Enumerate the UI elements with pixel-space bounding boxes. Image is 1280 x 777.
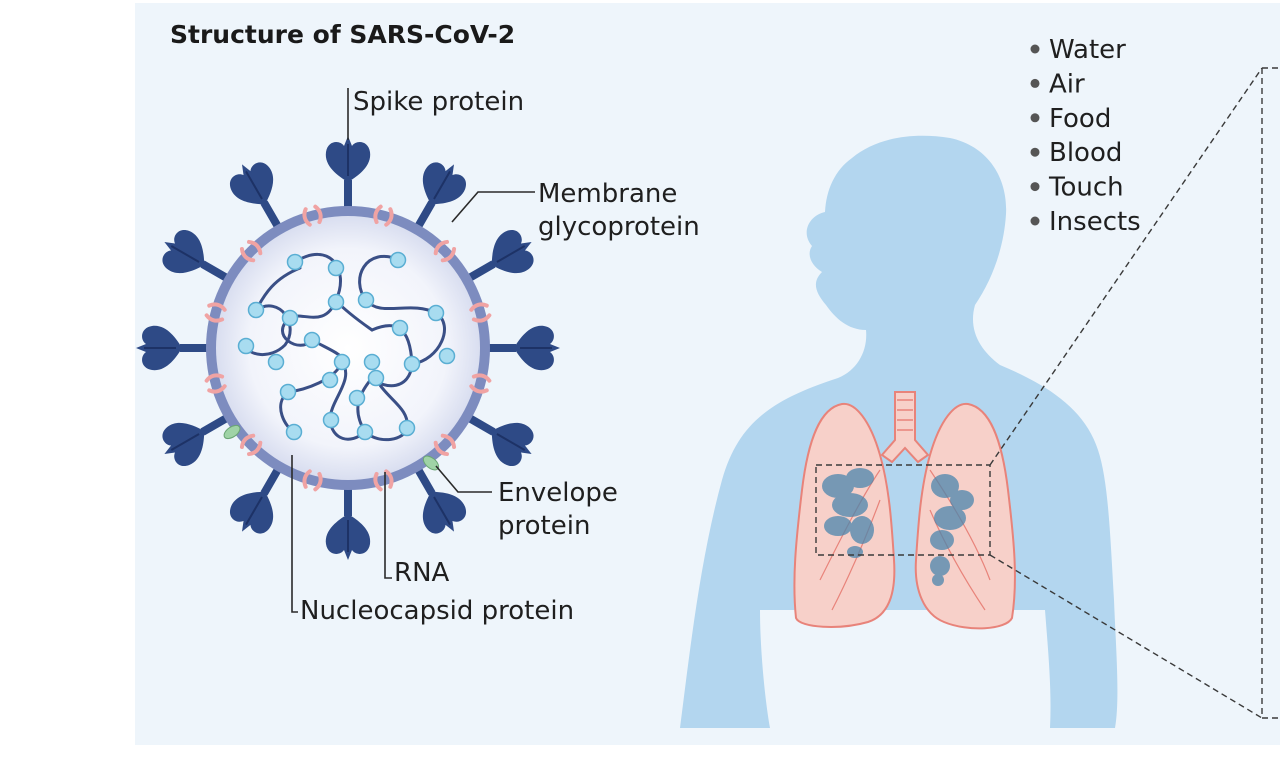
nucleocapsid-bead <box>327 259 345 277</box>
bullet-dot <box>1030 113 1040 123</box>
label-spike-protein: Spike protein <box>353 87 524 117</box>
nucleocapsid-bead <box>348 389 366 407</box>
nucleocapsid-bead <box>237 337 255 355</box>
nucleocapsid-bead <box>247 301 265 319</box>
transmission-route-item: Insects <box>1049 207 1141 237</box>
nucleocapsid-bead <box>281 309 299 327</box>
label-membrane-line2: glycoprotein <box>538 212 700 242</box>
lung-infection <box>822 468 974 586</box>
nucleocapsid-bead <box>391 319 409 337</box>
bullet-dot <box>1030 182 1040 192</box>
nucleocapsid-bead <box>363 353 381 371</box>
label-envelope-line2: protein <box>498 511 590 541</box>
nucleocapsid-proteins <box>237 251 456 441</box>
label-membrane-line1: Membrane <box>538 179 677 209</box>
nucleocapsid-bead <box>279 383 297 401</box>
zoom-box <box>815 464 991 556</box>
transmission-route-item: Air <box>1049 69 1085 99</box>
zoom-callout <box>815 67 1280 719</box>
nucleocapsid-bead <box>303 331 321 349</box>
nucleocapsid-bead <box>356 423 374 441</box>
callout-lines <box>291 88 535 613</box>
nucleocapsid-bead <box>367 369 385 387</box>
nucleocapsid-bead <box>389 251 407 269</box>
transmission-route-item: Blood <box>1049 138 1122 168</box>
bullet-dot <box>1030 147 1040 157</box>
nucleocapsid-bead <box>285 423 303 441</box>
label-nucleocapsid-protein: Nucleocapsid protein <box>300 596 574 626</box>
nucleocapsid-bead <box>427 304 445 322</box>
virus-particle <box>135 135 561 561</box>
bullet-dot <box>1030 216 1040 226</box>
transmission-route-item: Water <box>1049 35 1126 65</box>
nucleocapsid-bead <box>321 371 339 389</box>
label-envelope-line1: Envelope <box>498 478 618 508</box>
nucleocapsid-bead <box>398 419 416 437</box>
nucleocapsid-bead <box>357 291 375 309</box>
transmission-route-item: Food <box>1049 104 1111 134</box>
trachea <box>880 391 930 464</box>
diagram-title: Structure of SARS-CoV-2 <box>170 20 515 49</box>
bullet-dot <box>1030 44 1040 54</box>
nucleocapsid-bead <box>333 353 351 371</box>
bullet-dot <box>1030 78 1040 88</box>
nucleocapsid-bead <box>438 347 456 365</box>
nucleocapsid-bead <box>327 293 345 311</box>
transmission-route-item: Touch <box>1048 173 1124 203</box>
nucleocapsid-bead <box>286 253 304 271</box>
nucleocapsid-bead <box>322 411 340 429</box>
nucleocapsid-bead <box>267 353 285 371</box>
label-rna: RNA <box>394 558 450 588</box>
nucleocapsid-bead <box>403 355 421 373</box>
